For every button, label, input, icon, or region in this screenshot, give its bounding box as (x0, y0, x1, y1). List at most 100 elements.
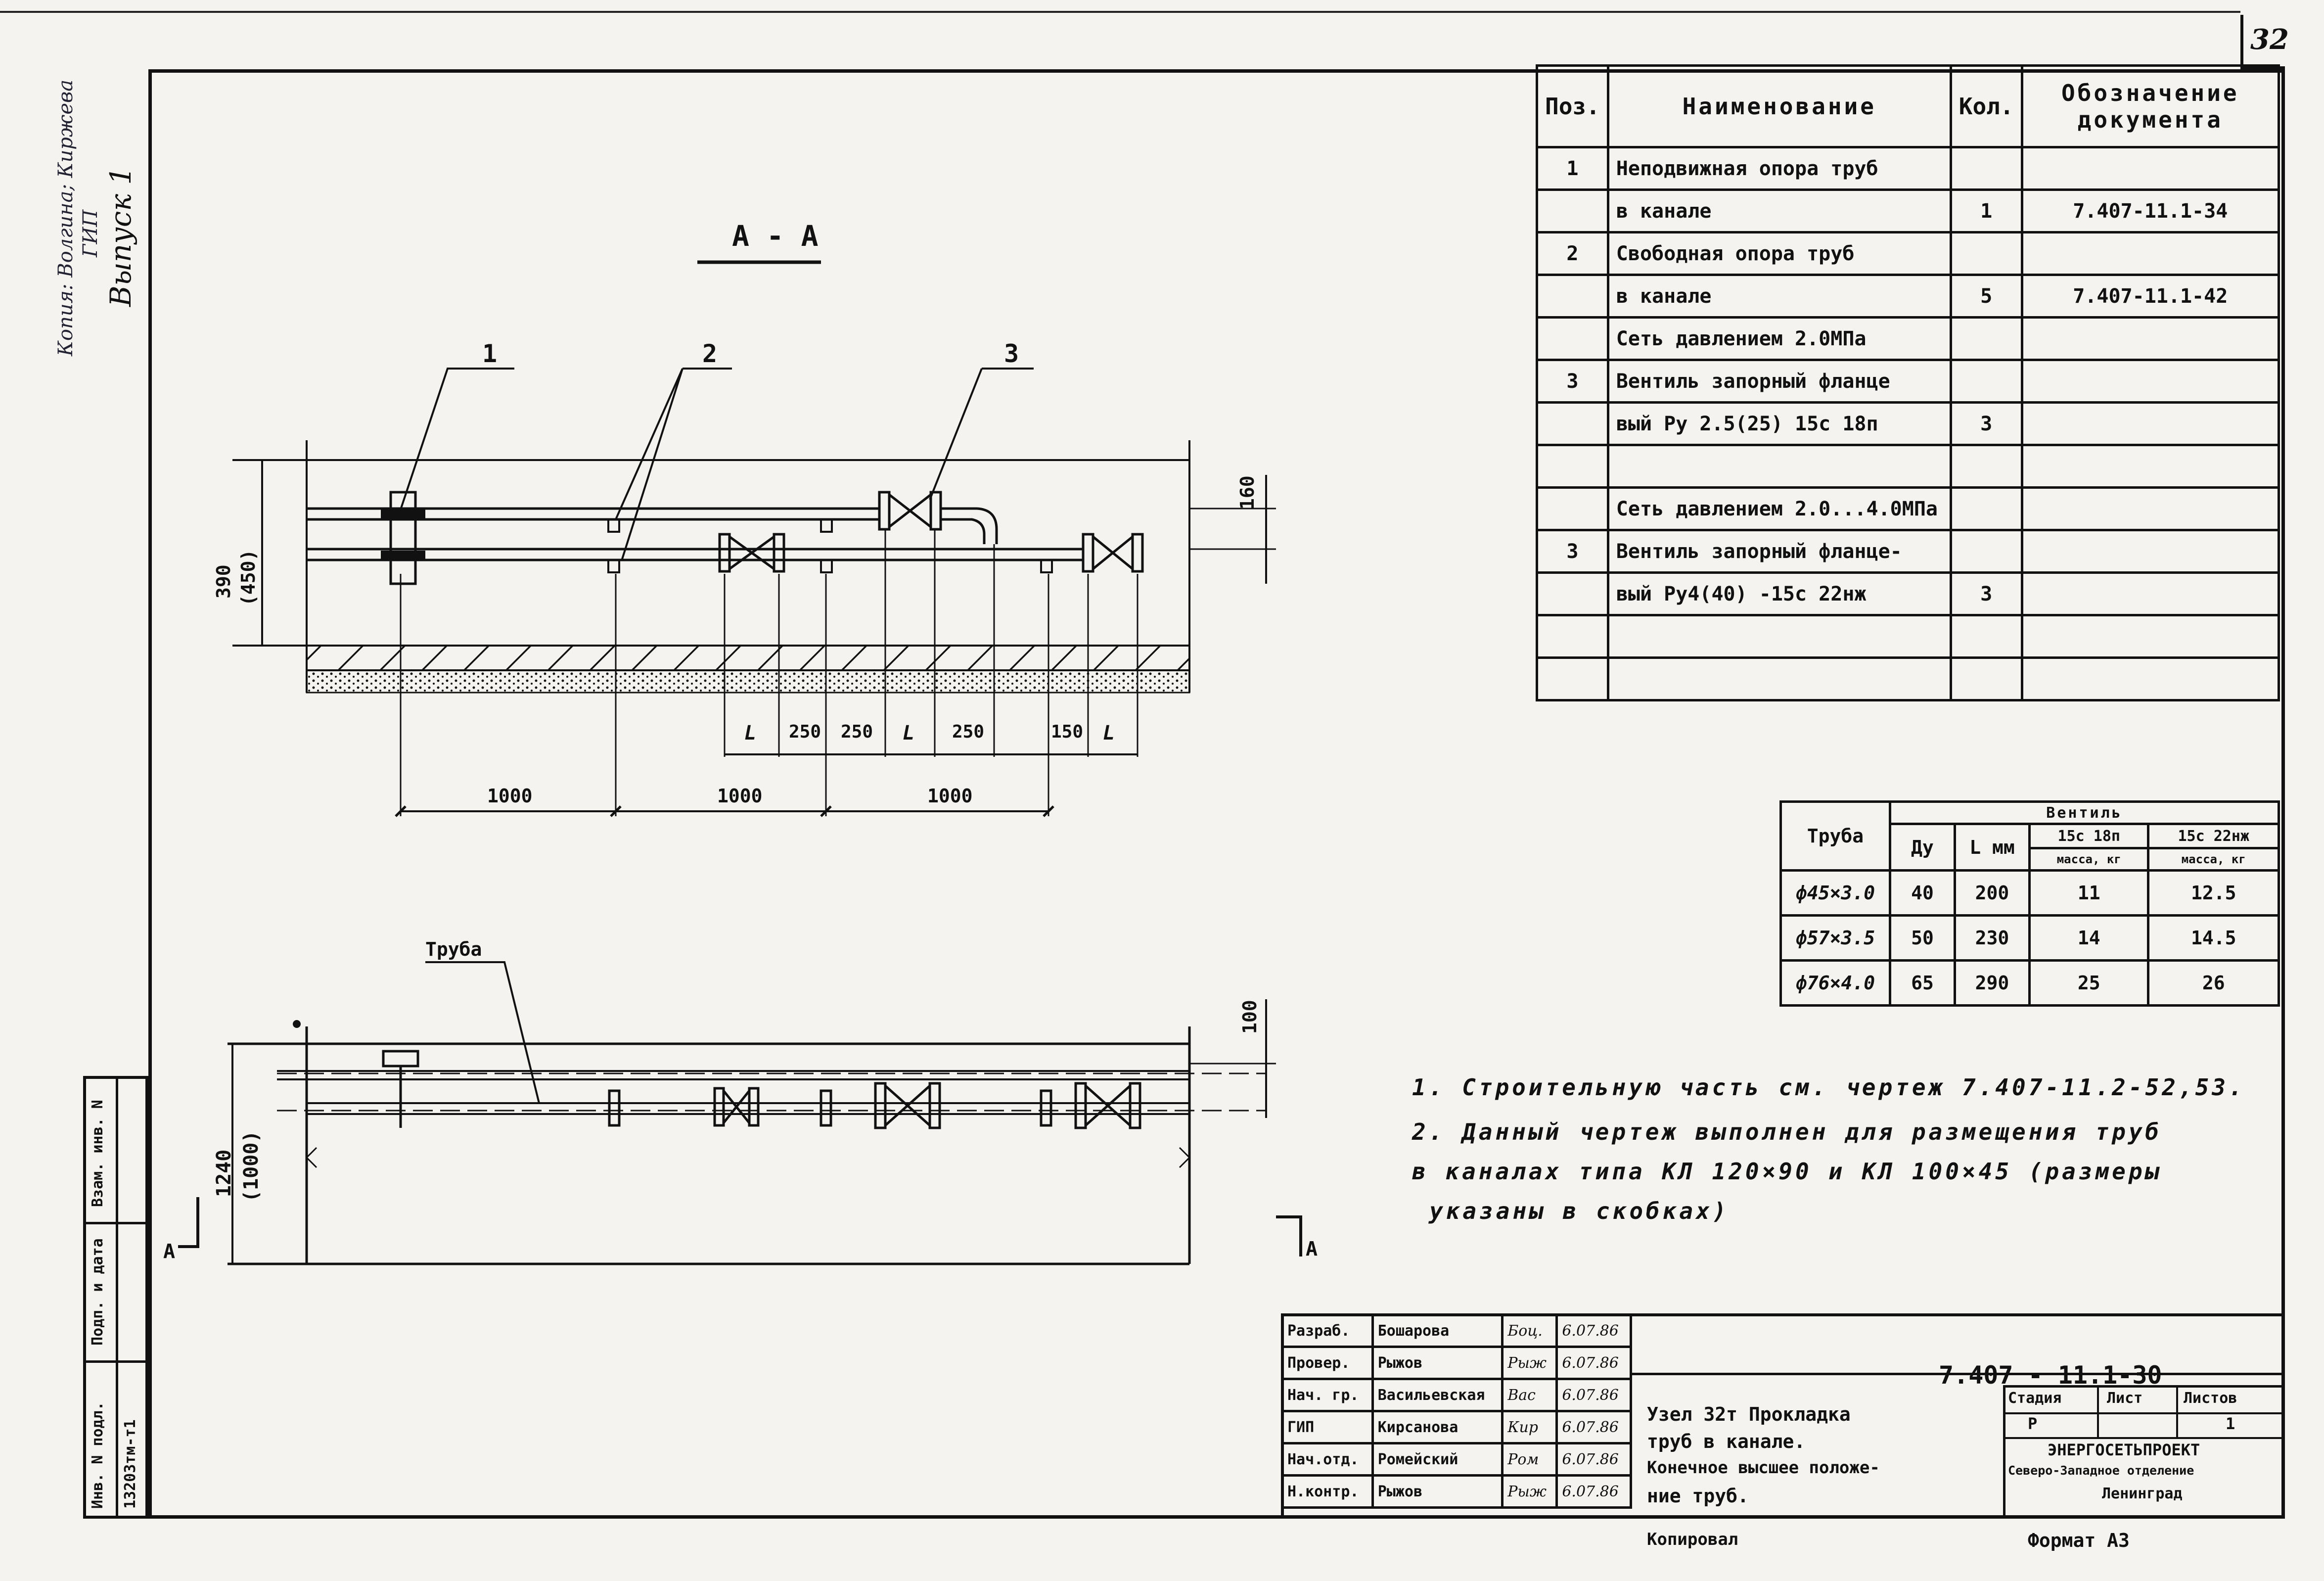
title-line-2: труб в канале. (1647, 1431, 1806, 1452)
valve-upper (878, 491, 942, 531)
note-3: в каналах типа КЛ 120×90 и КЛ 100×45 (ра… (1412, 1158, 2162, 1185)
callout-2: 2 (702, 339, 718, 368)
dim-seg-4: L (903, 722, 915, 744)
role-signature-cell: Вас (1501, 1378, 1558, 1412)
plan-valve (874, 1082, 941, 1129)
title-line-3: Конечное высшее положе- (1647, 1458, 1880, 1478)
title-divider-v (2003, 1385, 2005, 1519)
plan-valve (713, 1087, 760, 1127)
role-signature-cell: Рыж (1501, 1346, 1558, 1380)
spec-qty-cell (1949, 614, 2023, 659)
spec-qty-cell: 5 (1949, 274, 2023, 319)
spec-pos-cell: 3 (1536, 529, 1609, 574)
spec-qty-cell: 1 (1949, 188, 2023, 233)
spec-pos-cell (1536, 188, 1609, 233)
top-edge-line (0, 11, 2240, 13)
spec-row: Сеть давлением 2.0МПа (1536, 316, 2280, 361)
format-label: Формат А3 (2028, 1530, 2130, 1551)
valve-v1-cell: 14 (2028, 914, 2150, 962)
spec-name-cell (1606, 444, 1952, 489)
spec-doc-cell: 7.407-11.1-42 (2020, 274, 2280, 319)
free-support (820, 559, 833, 573)
role-signature-cell: Кир (1501, 1410, 1558, 1444)
fixed-support-clamp-upper (381, 510, 425, 519)
spec-qty-cell (1949, 656, 2023, 701)
drawing-frame (148, 69, 2285, 1519)
valve-header-row-1: Труба Вентиль (1779, 800, 2280, 872)
copied-label: Копировал (1647, 1530, 1738, 1549)
spec-pos-cell (1536, 274, 1609, 319)
callout-3: 3 (1004, 339, 1019, 368)
fixed-support-clamp-lower (381, 551, 425, 560)
doc-code: 7.407 - 11.1-30 (1939, 1361, 2162, 1390)
spec-pos-cell: 3 (1536, 359, 1609, 404)
inv-number: 13203тм-т1 (122, 1419, 139, 1509)
valve-l-cell: 200 (1954, 869, 2031, 917)
note-1: 1. Строительную часть см. чертеж 7.407-1… (1412, 1074, 2245, 1101)
spec-header-row: Поз. Наименование Кол. Обозначение докум… (1536, 64, 2280, 148)
dim-seg-3: 250 (841, 722, 873, 742)
sheets-label: Листов (2184, 1390, 2237, 1407)
title-line-4: ние труб. (1647, 1485, 1749, 1507)
dim-390: 390 (213, 564, 234, 599)
spec-row (1536, 614, 2280, 659)
stage-row-bottom (2003, 1437, 2285, 1439)
role-date-cell: 6.07.86 (1555, 1410, 1632, 1444)
valve-dy-cell: 50 (1889, 914, 1956, 962)
spec-name-cell: Вентиль запорный фланце- (1606, 529, 1952, 574)
valve-col-v2-sub: масса, кг (2147, 847, 2280, 872)
org-line-1: ЭНЕРГОСЕТЬПРОЕКТ (2048, 1441, 2200, 1459)
spec-name-cell: Сеть давлением 2.0...4.0МПа (1606, 486, 1952, 531)
spec-name-cell: в канале (1606, 188, 1952, 233)
plan-valve (1074, 1082, 1141, 1129)
spec-name-cell: Сеть давлением 2.0МПа (1606, 316, 1952, 361)
org-line-3: Ленинград (2102, 1485, 2183, 1502)
spec-pos-cell (1536, 656, 1609, 701)
stage-row-mid (2003, 1412, 2285, 1414)
valve-dy-cell: 65 (1889, 959, 1956, 1007)
role-date-cell: 6.07.86 (1555, 1313, 1632, 1348)
dim-seg-7: L (1103, 722, 1115, 744)
concrete-slab (306, 645, 1190, 671)
spec-name-cell: Неподвижная опора труб (1606, 146, 1952, 191)
dim-160: 160 (1236, 475, 1258, 510)
stage-value: Р (2028, 1414, 2038, 1433)
valve-col-v1-sub: масса, кг (2028, 847, 2150, 872)
title-divider-h (1632, 1373, 2285, 1375)
role-person-cell: Рыжов (1371, 1346, 1504, 1380)
stage-label: Стадия (2008, 1390, 2062, 1407)
spec-qty-cell: 3 (1949, 401, 2023, 446)
spec-name-cell: Вентиль запорный фланце (1606, 359, 1952, 404)
role-person-cell: Кирсанова (1371, 1410, 1504, 1444)
spec-doc-cell (2020, 231, 2280, 276)
spec-col-qty: Кол. (1949, 64, 2023, 148)
valve-lower-1 (718, 533, 785, 573)
sheet-label: Лист (2107, 1390, 2143, 1407)
stage-col-2 (2176, 1385, 2178, 1437)
spec-doc-cell (2020, 146, 2280, 191)
dim-seg-1: L (744, 722, 757, 744)
spec-doc-cell (2020, 444, 2280, 489)
stage-col-1 (2097, 1385, 2099, 1437)
left-strip-divider (116, 1076, 118, 1519)
section-title: А - А (732, 219, 819, 253)
spec-name-cell: Свободная опора труб (1606, 231, 1952, 276)
valve-col-group: Вентиль (1889, 800, 2280, 825)
valve-v2-cell: 26 (2147, 959, 2280, 1007)
sheet-number: 32 (2250, 23, 2289, 56)
spec-row (1536, 444, 2280, 489)
valve-pipe-cell: ф45×3.0 (1779, 869, 1891, 917)
valve-table: Труба Вентиль Ду L мм 15с 18п 15с 22нж м… (1779, 800, 2280, 1007)
spec-doc-cell (2020, 316, 2280, 361)
valve-col-l: L мм (1954, 823, 2031, 872)
fixed-support (389, 491, 417, 585)
dim-span-2: 1000 (717, 785, 763, 807)
